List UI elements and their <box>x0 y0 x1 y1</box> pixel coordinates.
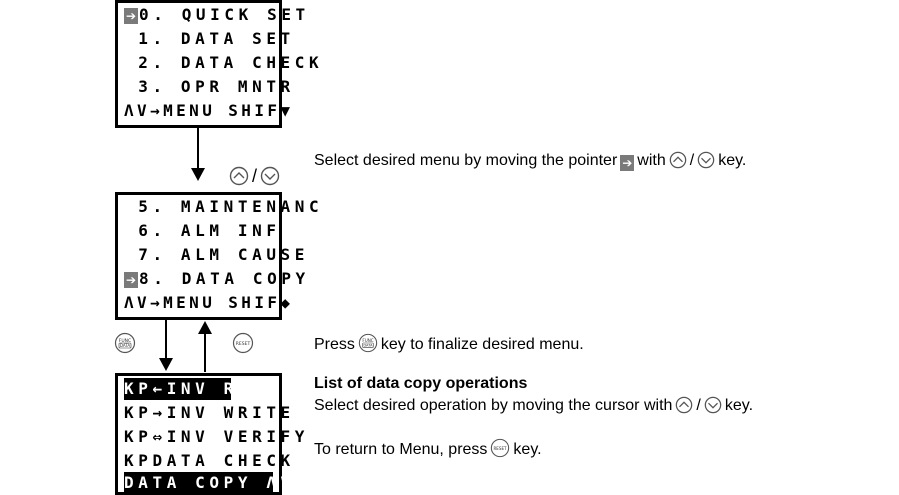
up-key-icon <box>676 396 693 414</box>
caption-text: key to finalize desired menu. <box>380 336 584 353</box>
flow-arrow-down <box>191 128 205 181</box>
caption-text: key. <box>718 152 747 169</box>
lcd-screen-data-copy-operations: KP←INV READ KP→INV WRITE KP⇔INV VERIFY K… <box>115 373 310 495</box>
data-key-label: DATA <box>120 343 131 348</box>
lcd-line: ➔0. QUICK SET <box>124 4 310 26</box>
up-key-icon <box>669 151 687 169</box>
caption-text: key. <box>724 397 754 414</box>
lcd-line: ➔8. DATA COPY <box>124 268 310 290</box>
pointer-arrow-icon: ➔ <box>124 7 138 24</box>
caption-return-menu: To return to Menu, press RESET key. <box>314 438 542 459</box>
lcd-line: ΛV→MENU SHIF▼ <box>124 101 294 120</box>
caption-text: key. <box>513 441 542 458</box>
reset-key-label: RESET <box>236 341 251 347</box>
pointer-arrow-icon: ➔ <box>620 155 635 171</box>
lcd-line: 7. ALM CAUSE <box>124 245 310 264</box>
up-key-icon <box>229 166 249 186</box>
lcd-line: 6. ALM INF <box>124 221 281 240</box>
slash-separator: / <box>689 152 695 169</box>
caption-select-menu: Select desired menu by moving the pointe… <box>314 151 746 171</box>
updown-key-group: / <box>226 165 283 187</box>
lcd-screen-data-copy-menu: 5. MAINTENANC 6. ALM INF 7. ALM CAUSE ➔8… <box>115 192 319 320</box>
lcd-line: 5. MAINTENANC <box>124 197 324 216</box>
down-key-icon <box>697 151 715 169</box>
data-key-label: DATA <box>363 344 373 348</box>
lcd-screen-quick-menu: ➔0. QUICK SET 1. DATA SET 2. DATA CHECK … <box>115 0 319 128</box>
caption-text: Press <box>314 336 355 353</box>
lcd-line: KPDATA CHECK <box>124 451 295 470</box>
down-key-icon <box>260 166 280 186</box>
caption-select-operation: Select desired operation by moving the c… <box>314 396 753 415</box>
lcd-line-selected: DATA COPY ΛV➔ <box>124 472 310 494</box>
lcd-line: KP→INV WRITE <box>124 403 295 422</box>
caption-text: To return to Menu, press <box>314 441 488 458</box>
caption-list-heading: List of data copy operations <box>314 375 528 392</box>
lcd-line-text: 8. DATA COPY <box>139 269 310 288</box>
caption-text: with <box>637 152 666 169</box>
down-key-icon <box>704 396 722 414</box>
lcd-line: ΛV→MENU SHIF◆ <box>124 293 294 312</box>
slash-separator: / <box>252 166 258 186</box>
flow-arrow-down <box>159 320 173 371</box>
lcd-line: KP⇔INV VERIFY <box>124 427 310 446</box>
func-key-label: FUNC <box>362 338 373 343</box>
lcd-line-text: 0. QUICK SET <box>139 5 310 24</box>
func-key-label: FUNC <box>119 338 131 344</box>
func-data-key-icon: FUNC DATA <box>114 332 136 354</box>
reset-key-label: RESET <box>494 446 508 451</box>
reset-key-icon: RESET <box>491 438 510 458</box>
caption-text: Select desired operation by moving the c… <box>314 397 673 414</box>
lcd-line-selected: KP←INV READ <box>124 378 281 400</box>
flow-arrow-up <box>198 321 212 372</box>
slash-separator: / <box>696 397 701 414</box>
lcd-line: 3. OPR MNTR <box>124 77 295 96</box>
reset-key-icon: RESET <box>232 332 254 354</box>
lcd-line: 2. DATA CHECK <box>124 53 324 72</box>
caption-text: Select desired menu by moving the pointe… <box>314 152 618 169</box>
pointer-arrow-icon: ➔ <box>124 271 138 288</box>
lcd-line: 1. DATA SET <box>124 29 295 48</box>
